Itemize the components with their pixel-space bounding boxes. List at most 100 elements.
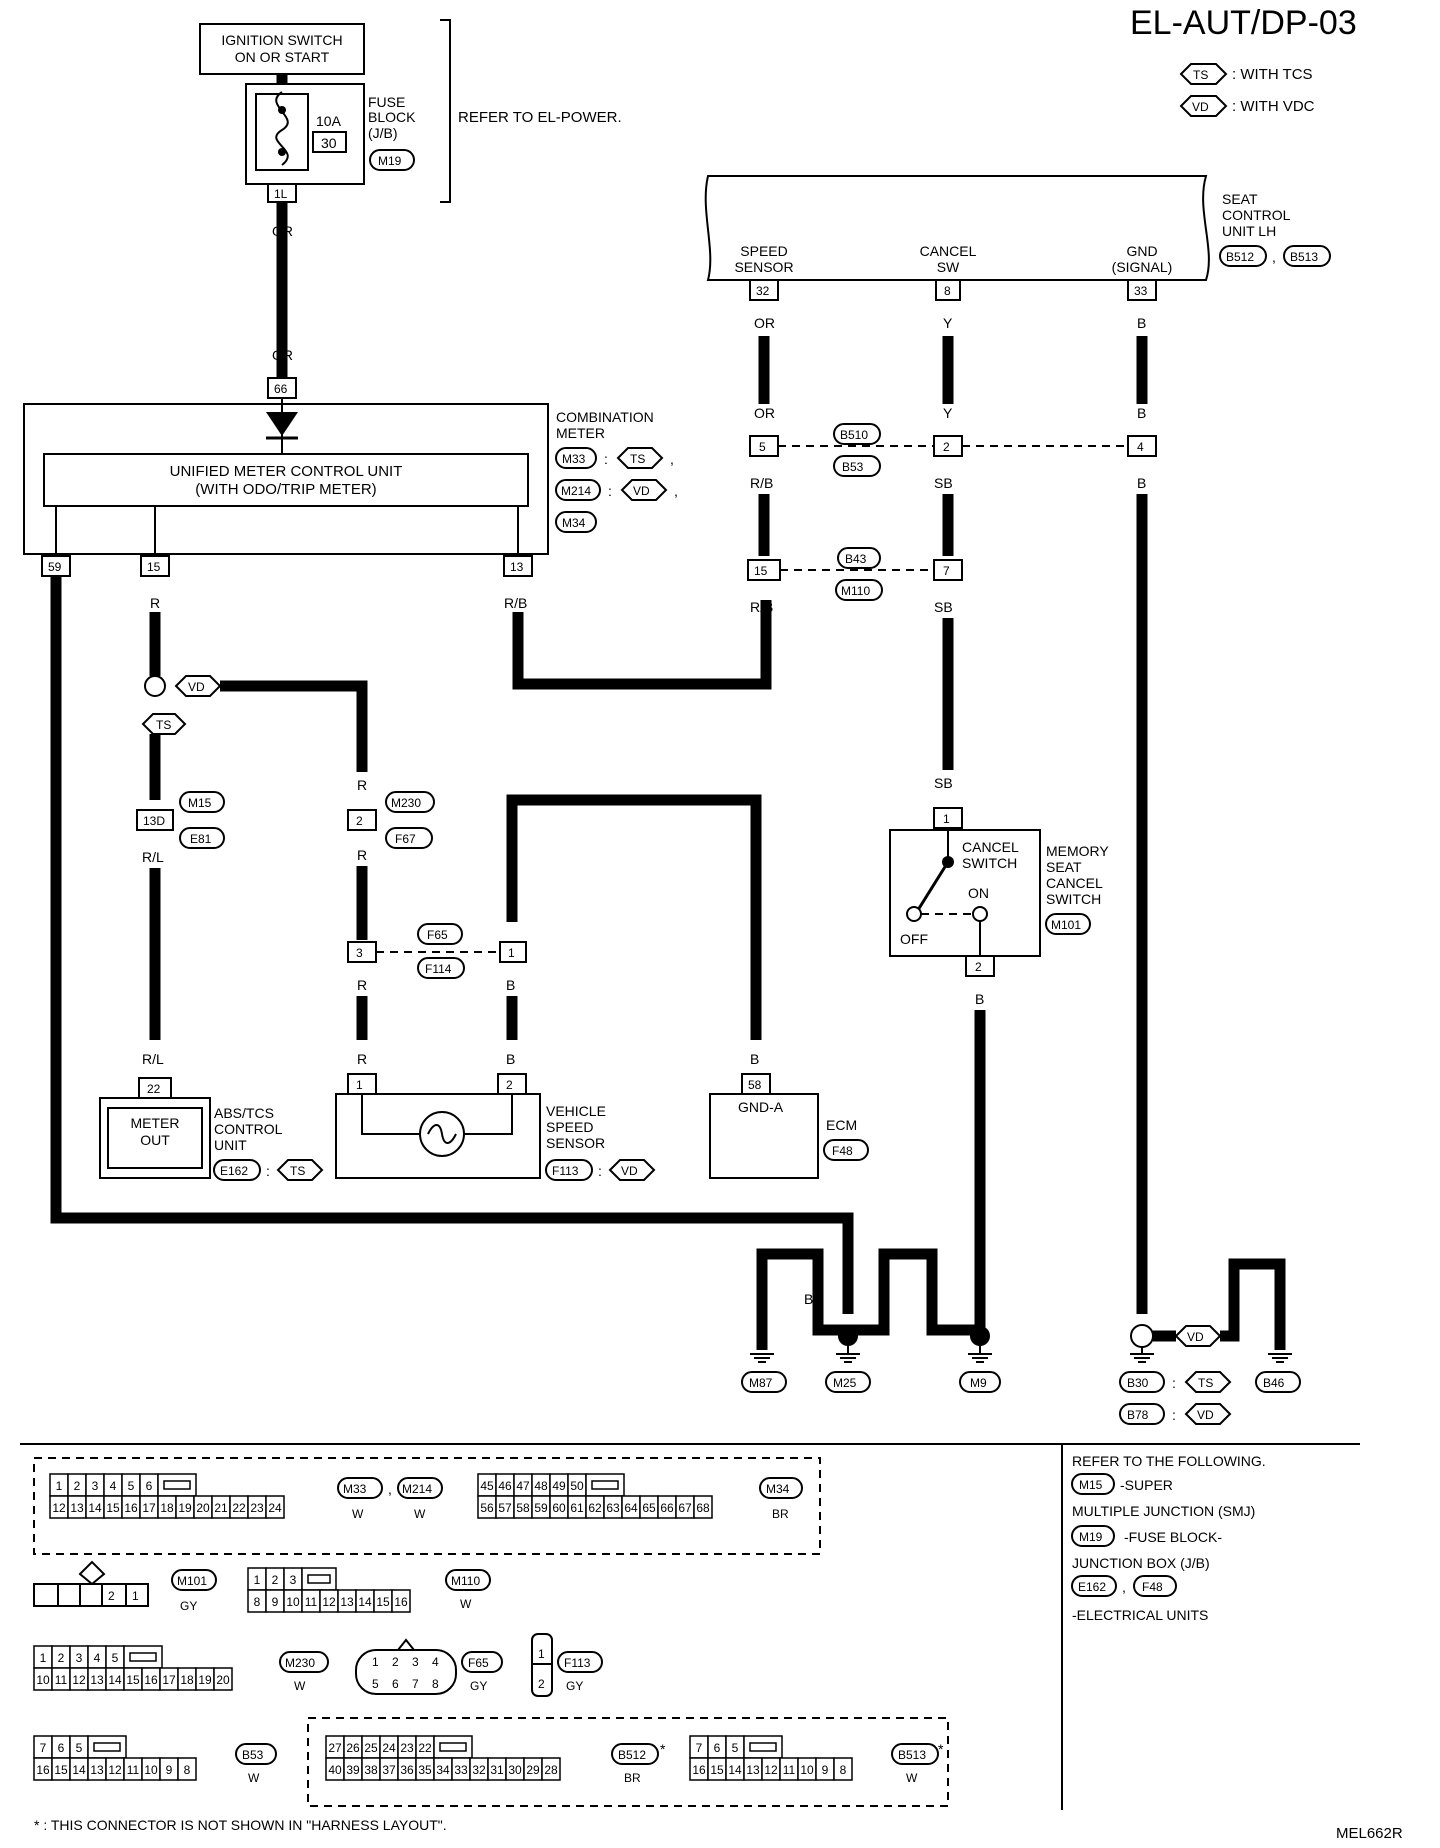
wire-label: R/B xyxy=(750,475,773,491)
svg-text:18: 18 xyxy=(160,1501,174,1515)
vss-label-1: VEHICLE xyxy=(546,1103,606,1119)
cv-color: GY xyxy=(180,1599,197,1613)
wire-label: SB xyxy=(934,775,953,791)
vss-label-3: SENSOR xyxy=(546,1135,605,1151)
svg-text:22: 22 xyxy=(232,1501,246,1515)
ignition-switch-box xyxy=(199,23,365,75)
abs-label-1: ABS/TCS xyxy=(214,1105,274,1121)
svg-text:1: 1 xyxy=(538,1647,545,1661)
svg-text:14: 14 xyxy=(72,1763,86,1777)
svg-text:9: 9 xyxy=(822,1763,829,1777)
fuse-connector-text: M19 xyxy=(378,154,402,168)
svg-text:10: 10 xyxy=(144,1763,158,1777)
ts-tag: TS xyxy=(1198,1376,1213,1390)
svg-text:6: 6 xyxy=(714,1741,721,1755)
svg-text:8: 8 xyxy=(432,1677,439,1691)
svg-text:65: 65 xyxy=(642,1501,656,1515)
fuse-amp: 10A xyxy=(316,113,342,129)
cv-tag-m214: M214 xyxy=(402,1482,432,1496)
memory-label-4: SWITCH xyxy=(1046,891,1101,907)
pin-label: GND xyxy=(1126,243,1157,259)
svg-text:12: 12 xyxy=(322,1595,336,1609)
seat-pin-32: 32 xyxy=(756,284,770,298)
wire-label: B xyxy=(750,1051,759,1067)
svg-text:32: 32 xyxy=(472,1763,486,1777)
wire-label: B xyxy=(880,1291,889,1307)
cv-tag-f113: F113 xyxy=(564,1656,591,1670)
svg-text:30: 30 xyxy=(508,1763,522,1777)
svg-text:17: 17 xyxy=(162,1673,176,1687)
wire-label: B xyxy=(757,1291,766,1307)
svg-text:16: 16 xyxy=(692,1763,706,1777)
svg-text:29: 29 xyxy=(526,1763,540,1777)
svg-text:5: 5 xyxy=(732,1741,739,1755)
ecm-label: ECM xyxy=(826,1117,857,1133)
wire-label: R/B xyxy=(504,595,527,611)
svg-text:3: 3 xyxy=(290,1573,297,1587)
svg-text:67: 67 xyxy=(678,1501,692,1515)
vss-pin-1: 1 xyxy=(356,1078,363,1092)
svg-text:23: 23 xyxy=(400,1741,414,1755)
svg-text:1: 1 xyxy=(56,1479,63,1493)
wire-label: R/L xyxy=(142,1051,164,1067)
wire-label: B xyxy=(842,1291,851,1307)
fuse-block-box xyxy=(245,83,365,185)
svg-text:11: 11 xyxy=(127,1763,140,1777)
svg-text:4: 4 xyxy=(110,1479,117,1493)
tag-e81: E81 xyxy=(190,832,212,846)
wire-label: B xyxy=(1275,1291,1284,1307)
wire-label: SB xyxy=(934,599,953,615)
svg-text:2: 2 xyxy=(108,1589,115,1603)
wire-label: B xyxy=(804,1291,813,1307)
combination-meter-label-1: COMBINATION xyxy=(556,409,654,425)
svg-text:20: 20 xyxy=(196,1501,210,1515)
legend-vd-tag-text: VD xyxy=(1192,100,1209,114)
fuse-connector-tag xyxy=(369,149,415,171)
svg-text:16: 16 xyxy=(124,1501,138,1515)
svg-text:11: 11 xyxy=(305,1595,318,1609)
ecm-pin-58: 58 xyxy=(748,1078,762,1092)
vd-tag: VD xyxy=(1197,1408,1214,1422)
svg-text:47: 47 xyxy=(516,1479,530,1493)
ts-tag: TS xyxy=(630,452,645,466)
connector-3-f65: 3 xyxy=(356,946,363,960)
wire-label: Y xyxy=(943,405,953,421)
svg-text:19: 19 xyxy=(198,1673,212,1687)
refer-m15-text: -SUPER xyxy=(1120,1477,1173,1493)
combination-meter-label-2: METER xyxy=(556,425,605,441)
wire-label: R xyxy=(357,909,367,925)
switch-lever-icon xyxy=(916,861,950,911)
svg-text:5: 5 xyxy=(76,1741,83,1755)
svg-text:38: 38 xyxy=(364,1763,378,1777)
svg-text:62: 62 xyxy=(588,1501,602,1515)
ground-b46: B46 xyxy=(1263,1376,1285,1390)
refer-m15: M15 xyxy=(1079,1478,1103,1492)
wire-label: R xyxy=(357,777,367,793)
svg-text:10: 10 xyxy=(36,1673,50,1687)
vss-label-2: SPEED xyxy=(546,1119,593,1135)
wire-label: R xyxy=(357,977,367,993)
svg-text:8: 8 xyxy=(840,1763,847,1777)
svg-text:16: 16 xyxy=(144,1673,158,1687)
wire-label: B xyxy=(975,1291,984,1307)
svg-text:15: 15 xyxy=(54,1763,68,1777)
ground-b30: B30 xyxy=(1127,1376,1149,1390)
pin-label: SW xyxy=(937,259,960,275)
wire-label: B xyxy=(506,977,515,993)
memory-label-2: SEAT xyxy=(1046,859,1082,875)
svg-text:6: 6 xyxy=(146,1479,153,1493)
memory-seat-cancel-switch xyxy=(889,829,1041,957)
svg-text:4: 4 xyxy=(432,1655,439,1669)
memory-pin-2: 2 xyxy=(975,960,982,974)
vd-tag: VD xyxy=(633,484,650,498)
svg-text:27: 27 xyxy=(328,1741,342,1755)
footnote: * : THIS CONNECTOR IS NOT SHOWN IN "HARN… xyxy=(34,1817,447,1833)
splice-point xyxy=(144,675,166,697)
junction-pin-2: 2 xyxy=(943,440,950,454)
switch-off-label: OFF xyxy=(900,931,928,947)
svg-text:15: 15 xyxy=(376,1595,390,1609)
